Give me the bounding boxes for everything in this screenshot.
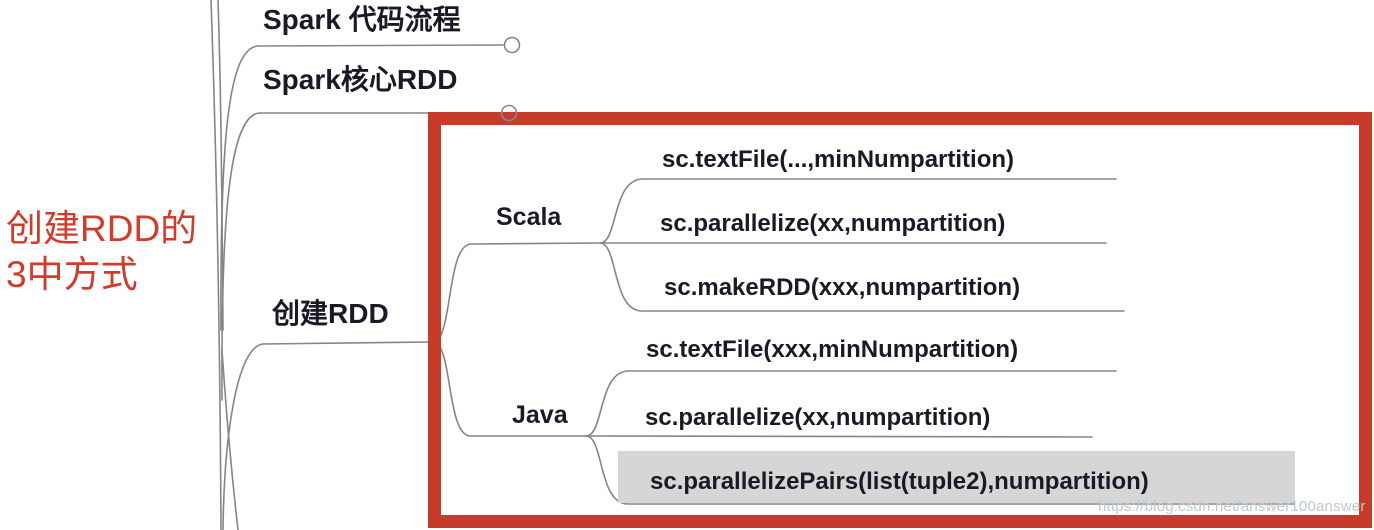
topic-create-rdd[interactable]: 创建RDD [272, 298, 389, 329]
leaf-scala-textfile[interactable]: sc.textFile(...,minNumpartition) [662, 146, 1015, 173]
fork-java-child-3 [585, 435, 1295, 505]
subtopic-scala[interactable]: Scala [496, 203, 562, 231]
subtopic-java[interactable]: Java [512, 401, 568, 429]
fork-java-child-1 [585, 370, 1117, 437]
leaf-java-parallelizepairs[interactable]: sc.parallelizePairs(list(tuple2),numpart… [650, 468, 1149, 495]
annotation-line-2: 3中方式 [6, 254, 138, 295]
topic-spark-core-rdd[interactable]: Spark核心RDD [263, 64, 458, 95]
collapse-circle-spark-code-flow[interactable] [503, 36, 521, 54]
leaf-java-parallelize[interactable]: sc.parallelize(xx,numpartition) [645, 404, 991, 431]
trunk-line-offscreen-branch [221, 349, 239, 530]
fork-scala-child-3 [599, 242, 1125, 312]
red-annotation-text: 创建RDD的 3中方式 [6, 206, 197, 298]
branch-line-spark-core-rdd [221, 112, 501, 401]
annotation-line-1: 创建RDD的 [6, 208, 198, 249]
watermark-url: https://blog.csdn.net/answer100answer [1098, 498, 1366, 515]
leaf-highlight-background [618, 451, 1295, 503]
fork-scala-child-1 [599, 178, 1117, 244]
fork-create-rdd-to-scala [432, 242, 601, 343]
fork-java-child-2 [585, 435, 1093, 438]
branch-line-spark-code-flow [220, 44, 504, 331]
branch-line-create-rdd [222, 341, 434, 530]
leaf-java-textfile[interactable]: sc.textFile(xxx,minNumpartition) [646, 336, 1019, 363]
leaf-scala-makerdd[interactable]: sc.makeRDD(xxx,numpartition) [664, 274, 1021, 301]
leaf-scala-parallelize[interactable]: sc.parallelize(xx,numpartition) [660, 210, 1006, 237]
topic-spark-code-flow[interactable]: Spark 代码流程 [263, 4, 461, 35]
trunk-line [210, 0, 222, 530]
